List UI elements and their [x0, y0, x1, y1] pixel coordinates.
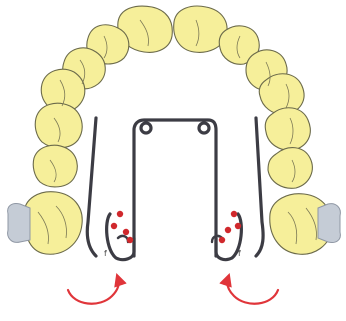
second-premolar-right: [265, 108, 310, 151]
right-mark-label: f: [238, 249, 241, 258]
left-arm: [87, 118, 96, 256]
dental-arch: [24, 6, 332, 254]
contact-dot: [117, 211, 123, 217]
palatal-wire-appliance: [87, 118, 263, 260]
contact-points: [111, 211, 241, 243]
rotation-arrow-right: [227, 278, 278, 304]
first-molar-left: [24, 192, 82, 255]
right-arm: [256, 118, 263, 256]
molar-band-right: [318, 204, 340, 243]
contact-dot: [123, 229, 129, 235]
premolar-lower-right: [268, 148, 312, 189]
palatal-loop: [134, 120, 216, 256]
molar-band-left: [8, 203, 30, 242]
loop-right: [199, 123, 209, 133]
premolar-lower-left: [33, 145, 77, 187]
contact-dot: [235, 223, 241, 229]
rotation-arrows: [68, 278, 278, 304]
contact-dot: [127, 237, 133, 243]
contact-dot: [111, 223, 117, 229]
loop-left: [141, 123, 151, 133]
rotation-arrow-left: [68, 278, 119, 304]
contact-dot: [231, 211, 237, 217]
left-mark-label: f: [104, 249, 107, 258]
contact-dot: [219, 237, 225, 243]
contact-dot: [225, 227, 231, 233]
